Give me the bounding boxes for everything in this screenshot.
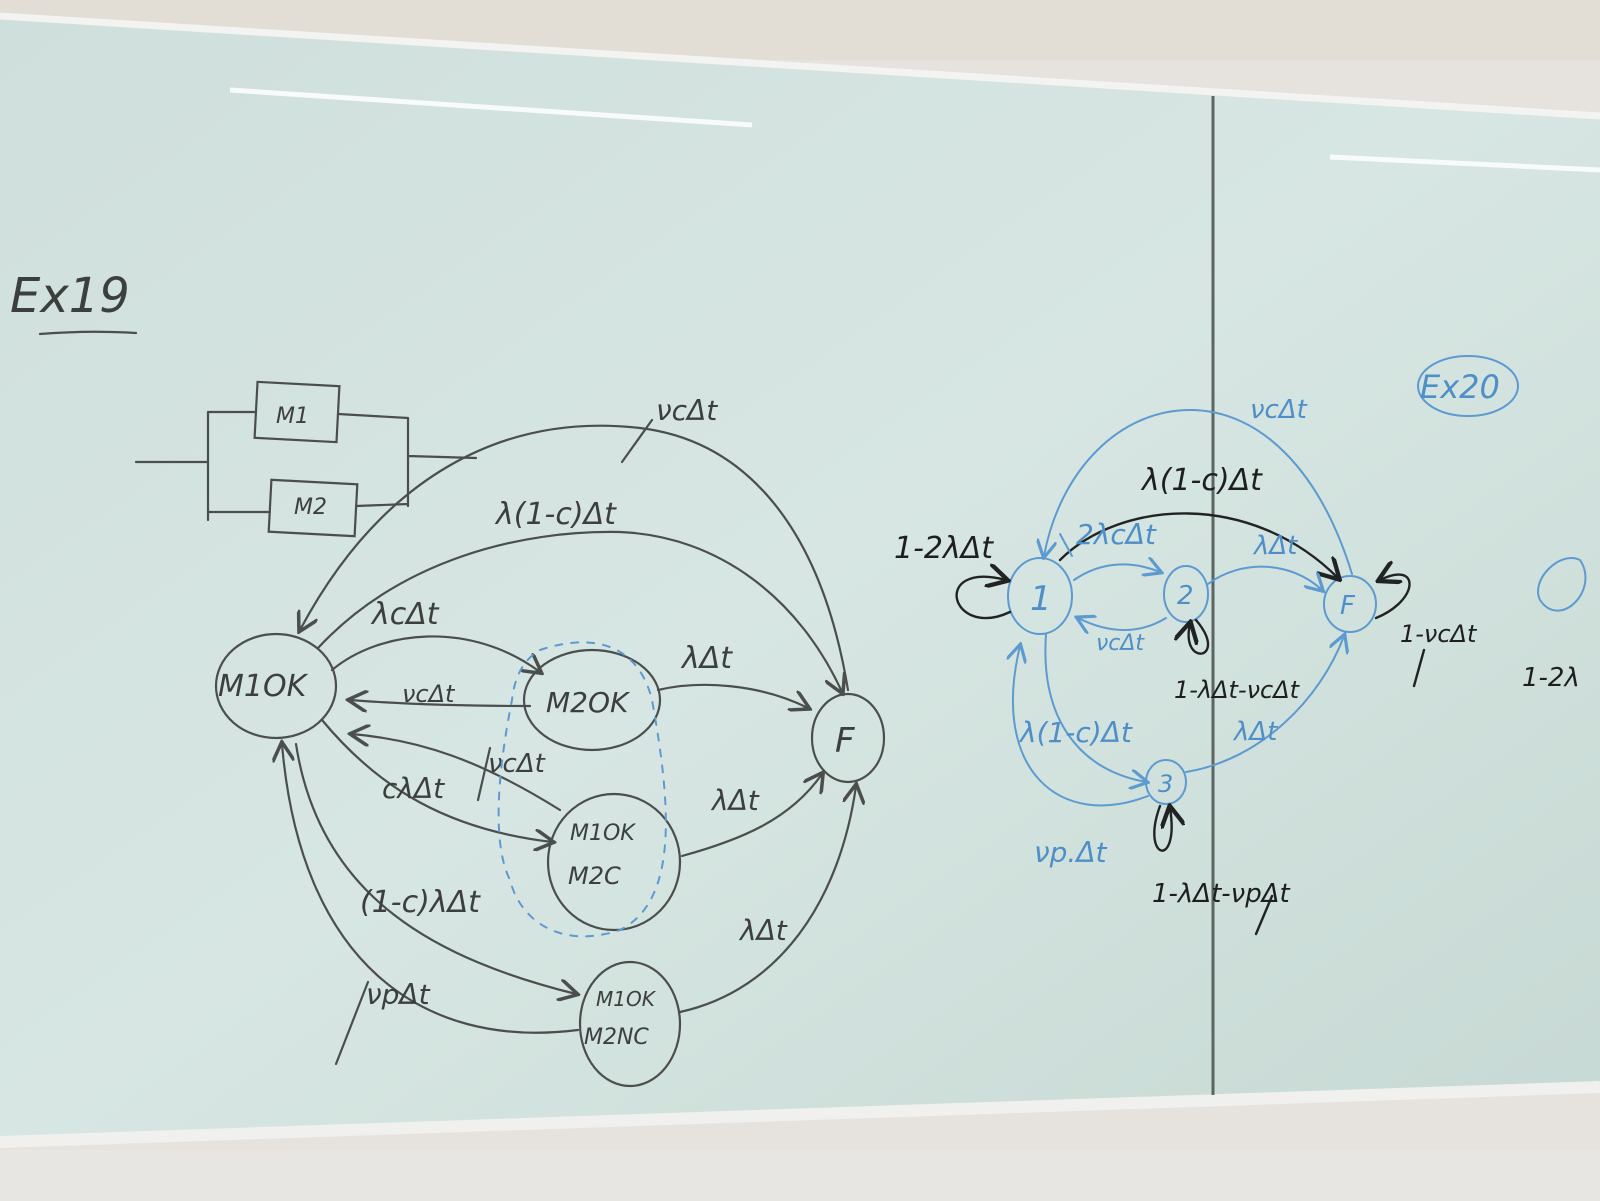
edge-top-nu-c-label: νcΔt bbox=[1250, 395, 1308, 425]
edge-m2ok-to-f-label: λΔt bbox=[680, 641, 733, 676]
edge-1-to-3 bbox=[1044, 633, 1146, 782]
edge-nu-c-back-label: νcΔt bbox=[402, 680, 456, 708]
state-2-label: 2 bbox=[1177, 581, 1194, 611]
state-f-label: F bbox=[835, 721, 855, 761]
edge-self-2-label: 1-λΔt-νcΔt bbox=[1174, 676, 1301, 704]
edge-nu-c-mid-tick bbox=[476, 746, 492, 802]
state-m1ok-m2nc-line2: M2NC bbox=[584, 1025, 649, 1050]
board-frame-bottom bbox=[0, 1081, 1600, 1148]
edge-m2nc-to-f-label: λΔt bbox=[738, 914, 788, 947]
edge-one-minus-c-label: (1-c)λΔt bbox=[360, 885, 481, 920]
edge-2-to-f bbox=[1207, 565, 1322, 590]
state-m1ok-label: M1OK bbox=[218, 669, 309, 704]
state-m1ok-m2c-line2: M2C bbox=[568, 862, 621, 890]
state-f-ex20 bbox=[1323, 575, 1377, 633]
edge-m1ok-to-m2ok bbox=[330, 635, 540, 672]
edge-1-to-2 bbox=[1073, 564, 1160, 581]
edge-lambda-c-label: λcΔt bbox=[370, 597, 440, 632]
edge-two-lambda-c-tick bbox=[1059, 533, 1073, 557]
edge-3-to-f bbox=[1185, 636, 1344, 773]
ex20-title: Ex20 bbox=[1420, 368, 1500, 406]
edge-c-lambda-label: cλΔt bbox=[382, 772, 445, 805]
edge-self-f-label: 1-νcΔt bbox=[1400, 620, 1478, 648]
edge-m2nc-to-f bbox=[678, 786, 856, 1014]
edge-m1ok-to-m2c bbox=[320, 718, 552, 842]
edge-self-3 bbox=[1153, 806, 1171, 852]
state-3-label: 3 bbox=[1158, 770, 1173, 798]
state-m1ok-m2nc-line1: M1OK bbox=[596, 987, 657, 1011]
state-m1ok-m2c-line1: M1OK bbox=[570, 821, 636, 846]
parallel-block-diagram: M1 M2 bbox=[134, 380, 478, 538]
edge-two-lambda-c-label: 2λcΔt bbox=[1076, 518, 1157, 551]
edge-nu-p-ex20-label: νp.Δt bbox=[1034, 836, 1107, 869]
light-reflection-left bbox=[229, 87, 753, 128]
edge-m2ok-to-m1ok bbox=[350, 700, 532, 706]
edge-m1ok-to-m2nc bbox=[294, 742, 576, 994]
block-m1-label: M1 bbox=[276, 404, 309, 429]
edge-self-1-label: 1-2λΔt bbox=[894, 531, 994, 566]
edge-nu-p-tick bbox=[334, 980, 370, 1066]
edge-s3-to-f-label: λΔt bbox=[1232, 717, 1278, 747]
edge-lambda-1-c-label: λ(1-c)Δt bbox=[494, 497, 617, 532]
state-f-ex20-label: F bbox=[1340, 591, 1356, 621]
state-m2ok-label: M2OK bbox=[546, 686, 631, 719]
edge-lambda-1-c-top-label: λ(1-c)Δt bbox=[1140, 463, 1263, 498]
edge-self-3-label: 1-λΔt-νpΔt bbox=[1152, 879, 1290, 909]
edge-nu-p-label: νpΔt bbox=[366, 978, 431, 1011]
edge-m2ok-to-f bbox=[656, 683, 808, 708]
edge-m2c-to-m1ok bbox=[352, 734, 562, 812]
edge-2-to-1 bbox=[1078, 618, 1167, 630]
edge-nu-c-back-ex20-label: νcΔt bbox=[1096, 631, 1145, 656]
edge-s2-to-f-label: λΔt bbox=[1252, 531, 1298, 561]
edge-outer-label-tick bbox=[620, 418, 654, 464]
edge-1-to-f-black bbox=[1058, 512, 1338, 578]
edge-m2c-to-f bbox=[680, 774, 822, 858]
edge-self-f-tick bbox=[1412, 648, 1426, 688]
board-frame-top bbox=[0, 12, 1600, 120]
edge-self-3-tick bbox=[1254, 894, 1274, 936]
ex19-title: Ex19 bbox=[10, 268, 130, 324]
edge-nu-c-mid-label: νcΔt bbox=[488, 749, 546, 779]
dashed-highlight-region bbox=[497, 641, 667, 938]
light-reflection-right bbox=[1329, 154, 1600, 173]
wall-bottom bbox=[0, 1150, 1600, 1201]
edge-self-2 bbox=[1189, 620, 1210, 655]
ex19-title-underline bbox=[38, 330, 138, 336]
edge-self-f bbox=[1376, 575, 1411, 620]
edge-self-1 bbox=[955, 577, 1010, 620]
state-m1ok-m2nc bbox=[578, 960, 682, 1088]
edge-m2nc-to-m1ok bbox=[282, 744, 580, 1034]
block-m2-label: M2 bbox=[294, 495, 327, 520]
whiteboard-surface bbox=[0, 18, 1600, 1140]
edge-f-to-1-outer bbox=[1044, 408, 1353, 575]
state-1-label: 1 bbox=[1030, 579, 1052, 619]
state-m2ok bbox=[522, 648, 662, 752]
cutoff-label: 1-2λ bbox=[1522, 663, 1580, 693]
edge-m1ok-to-f bbox=[316, 530, 842, 692]
cutoff-loop bbox=[1537, 557, 1587, 612]
ex20-title-circle bbox=[1417, 355, 1519, 417]
edge-outer-top-label: νcΔt bbox=[656, 394, 718, 427]
state-m1ok bbox=[214, 632, 338, 740]
edge-3-to-1 bbox=[1013, 646, 1149, 807]
edge-m2c-to-f-label: λΔt bbox=[710, 784, 760, 817]
edge-lambda-1-c-label: λ(1-c)Δt bbox=[1018, 716, 1133, 749]
edge-f-to-m1ok-outer bbox=[300, 424, 850, 692]
state-m1ok-m2c bbox=[546, 792, 682, 932]
